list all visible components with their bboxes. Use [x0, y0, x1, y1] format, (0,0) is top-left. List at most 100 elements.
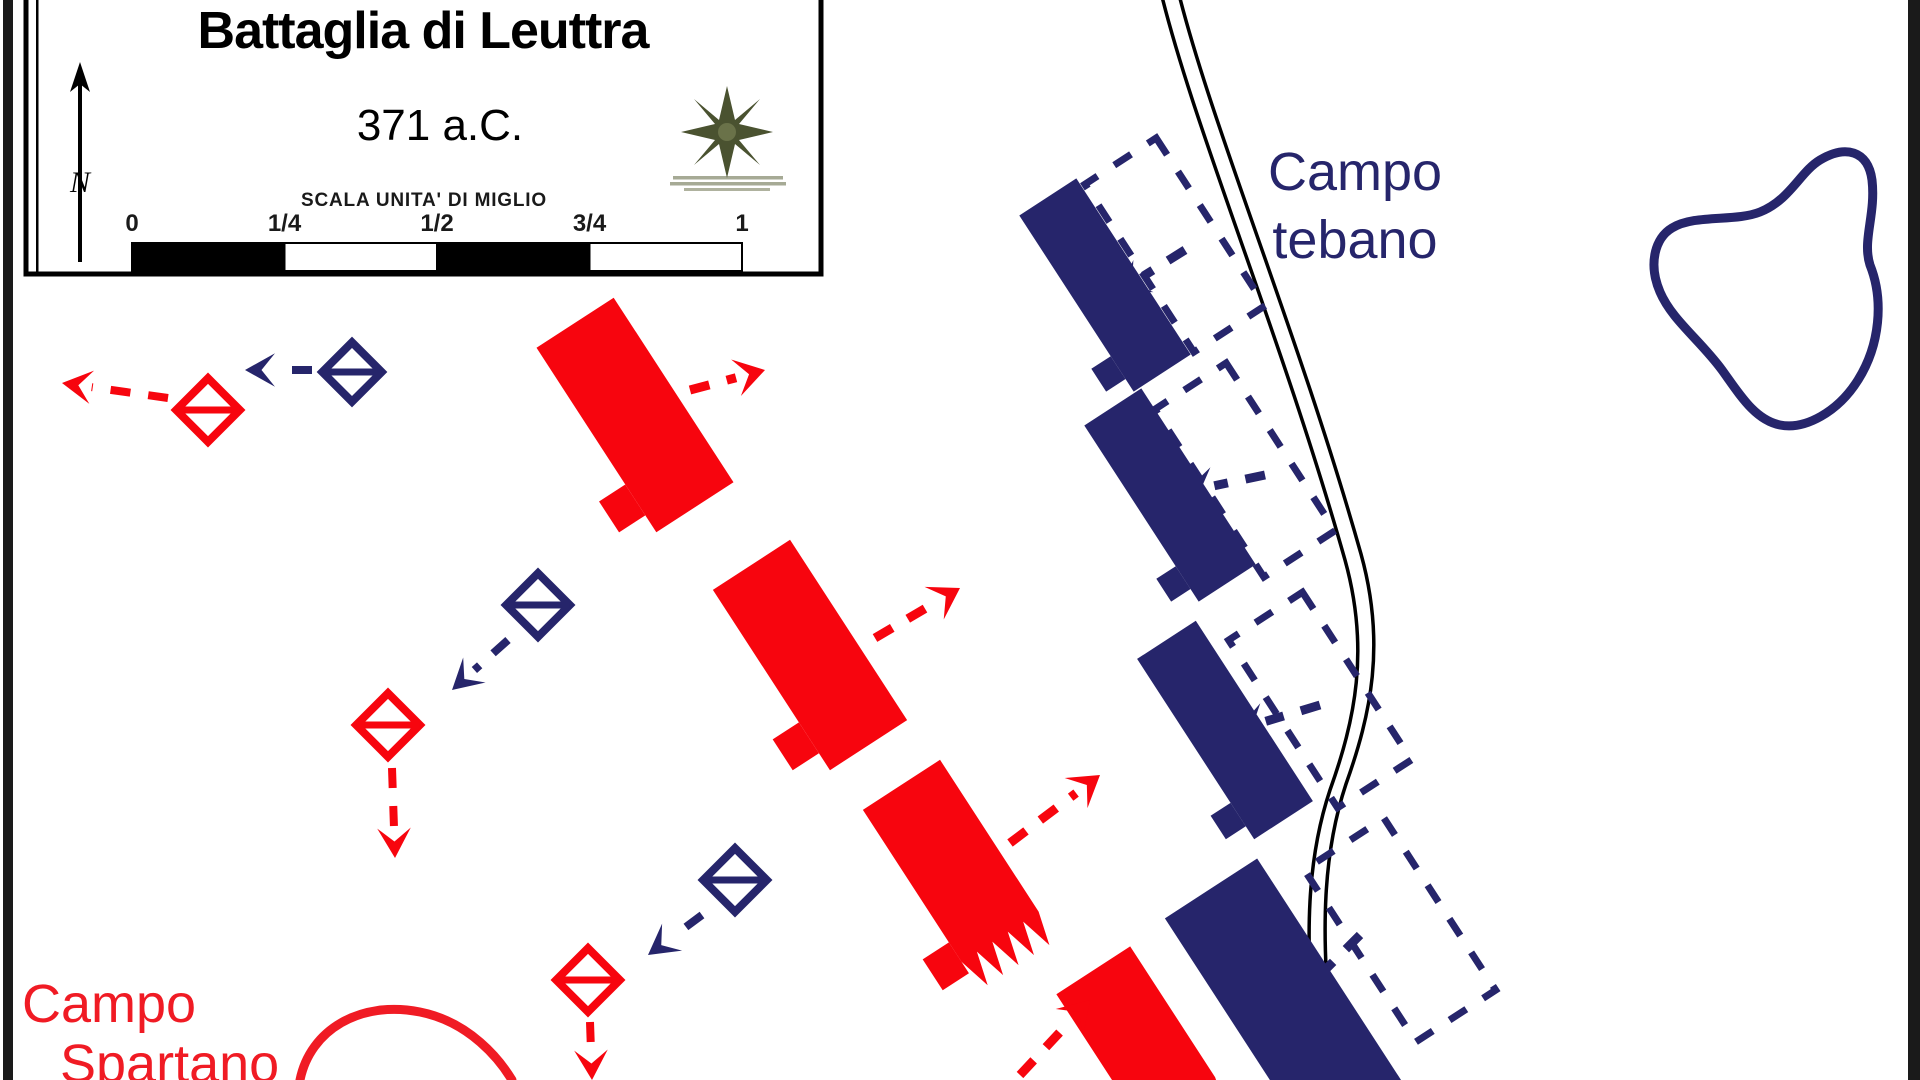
- theban-cavalry-1-slash: [322, 368, 382, 376]
- theban-infantry-2-body: [1084, 388, 1256, 602]
- theban-previous-positions-layer: [1080, 133, 1501, 1047]
- spartan-cavalry-3: [550, 942, 626, 1018]
- theban-cavalry-arrow-3-shaft: [669, 911, 705, 941]
- road-track-group: [1161, 0, 1376, 1080]
- spartan-attack-arrow-1-head: [731, 359, 765, 396]
- spartan-infantry-2-body: [712, 539, 908, 771]
- spartan-attack-arrow-3-shaft: [1007, 789, 1079, 847]
- theban-move-arrow-3-shaft: [1264, 700, 1322, 726]
- theban-cavalry-1-box: [316, 336, 388, 408]
- scale-tick-3: 3/4: [573, 210, 607, 237]
- road-edge-right: [1178, 0, 1376, 1075]
- scale-bar: [131, 242, 743, 272]
- theban-camp-outline: [1649, 147, 1883, 431]
- theban-infantry-3: [1137, 620, 1313, 840]
- scale-bar-segment-1: [283, 242, 438, 272]
- title-cartouche: Battaglia di Leuttra 371 a.C. N SCALA UN…: [23, 0, 824, 277]
- spartan-cavalry-arrow-1: [62, 370, 169, 404]
- spartan-attack-arrow-2-head: [924, 586, 960, 620]
- spartan-camp-outline: [295, 1004, 517, 1080]
- theban-cavalry-arrow-2: [452, 637, 511, 690]
- theban-cavalry-arrow-1: [245, 353, 312, 387]
- spartan-cavalry-arrow-2: [377, 767, 411, 858]
- spartan-attack-arrow-3-head: [1064, 775, 1100, 809]
- spartan-attack-arrow-2: [872, 586, 960, 642]
- scale-tick-labels: 0 1/4 1/2 3/4 1: [125, 210, 748, 237]
- theban-ghost-4: [1299, 813, 1501, 1047]
- spartan-infantry-3: [862, 759, 1050, 991]
- theban-ghost-2: [1150, 358, 1340, 582]
- road-edge-left: [1161, 0, 1360, 1080]
- campo-spartano-line-2: Spartano: [60, 1034, 279, 1080]
- spartan-cavalry-1-box: [170, 372, 246, 448]
- theban-move-arrow-1-shaft: [1141, 246, 1188, 280]
- spartan-cavalry-arrow-3: [574, 1021, 608, 1080]
- scale-tick-0: 0: [125, 210, 138, 237]
- spartan-attack-arrow-3: [1007, 775, 1100, 847]
- spartan-cavalry-arrow-2-shaft: [388, 767, 398, 829]
- compass-rose-caption: [670, 176, 786, 191]
- compass-rose-star: [681, 86, 773, 178]
- scale-bar-segment-3: [588, 242, 743, 272]
- compass-caption-line-1: [673, 176, 783, 180]
- theban-cavalry-arrow-3-head: [648, 923, 683, 955]
- theban-infantry-1-body: [1019, 178, 1191, 392]
- cartouche-border: [23, 0, 824, 277]
- scale-caption: SCALA UNITA' DI MIGLIO: [301, 190, 547, 211]
- spartan-cavalry-arrow-1-shaft: [91, 383, 169, 402]
- spartan-attack-arrows-layer: [688, 359, 1100, 1079]
- spartan-cavalry-arrow-2-head: [377, 827, 411, 858]
- spartan-attack-arrow-4-shaft: [1016, 1018, 1073, 1079]
- compass-caption-line-2: [670, 182, 786, 186]
- north-arrow-icon: N: [69, 62, 92, 262]
- spartan-infantry-2-flank-tab: [772, 722, 819, 771]
- spartan-attack-arrow-1: [688, 359, 765, 396]
- compass-star-hub: [718, 123, 736, 141]
- theban-cavalry-2-slash: [506, 601, 570, 609]
- spartan-cavalry-arrow-3-head: [574, 1049, 608, 1080]
- theban-infantry-2-flank-tab: [1156, 566, 1191, 602]
- spartan-attack-arrow-4: [1016, 1000, 1090, 1079]
- theban-infantry-1-flank-tab: [1091, 356, 1126, 392]
- spartan-cavalry-2-box: [350, 687, 426, 763]
- theban-units-layer: [1019, 178, 1416, 1080]
- campo-tebano-line-1: Campo: [1268, 142, 1442, 202]
- theban-cavalry-2: [500, 567, 576, 643]
- map-right-border: [1908, 0, 1920, 1080]
- theban-sacred-band-body: [1164, 858, 1416, 1080]
- campo-spartano-line-1: Campo: [22, 974, 196, 1034]
- theban-infantry-2: [1084, 388, 1256, 602]
- theban-infantry-3-body: [1137, 620, 1313, 840]
- scale-tick-4: 1: [735, 210, 748, 237]
- spartan-cavalry-3-slash: [556, 976, 620, 984]
- north-arrow-label: N: [69, 166, 92, 199]
- cartouche-inner-rule: [36, 0, 39, 274]
- spartan-infantry-3-body-engaged: [862, 759, 1050, 986]
- theban-move-arrow-2-shaft: [1213, 470, 1266, 491]
- scale-tick-1: 1/4: [268, 210, 302, 237]
- scale-tick-2: 1/2: [420, 210, 453, 237]
- theban-cavalry-arrow-3: [648, 911, 705, 955]
- theban-cavalry-3-box: [697, 842, 773, 918]
- theban-cavalry-3: [697, 842, 773, 918]
- campo-tebano-label: Campo tebano: [1268, 142, 1442, 270]
- scale-bar-segment-0: [131, 242, 286, 272]
- spartan-infantry-1-body: [536, 297, 734, 533]
- theban-cavalry-1: [316, 336, 388, 408]
- spartan-infantry-2: [712, 539, 908, 771]
- spartan-cavalry-2: [350, 687, 426, 763]
- campo-spartano-label: Campo Spartano: [22, 974, 279, 1080]
- spartan-infantry-1: [536, 297, 734, 533]
- theban-cavalry-3-slash: [703, 876, 767, 884]
- theban-infantry-1: [1019, 178, 1191, 392]
- spartan-infantry-1-flank-tab: [599, 484, 646, 533]
- spartan-cavalry-3-box: [550, 942, 626, 1018]
- spartan-cavalry-2-slash: [356, 721, 420, 729]
- campo-tebano-line-2: tebano: [1272, 210, 1437, 270]
- spartan-cavalry-1: [170, 372, 246, 448]
- theban-cavalry-arrow-2-head: [452, 657, 486, 690]
- cavalry-movement-arrows-layer: [62, 353, 705, 1080]
- map-date: 371 a.C.: [357, 101, 523, 150]
